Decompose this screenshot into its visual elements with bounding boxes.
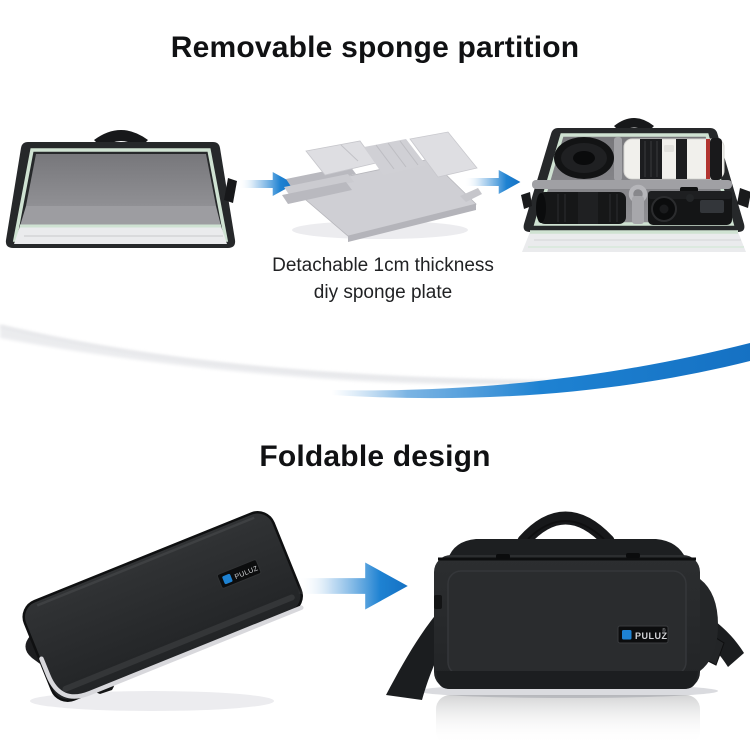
bag-handle <box>517 511 615 548</box>
piping-edge <box>39 605 304 699</box>
folded-slab: PULUZ <box>22 511 304 702</box>
open-front-flap <box>522 232 746 252</box>
zipper-pull <box>626 553 640 558</box>
divider-swoosh <box>0 324 750 399</box>
brand-logo-trademark: ® <box>662 627 666 634</box>
arrow-shape <box>464 170 521 194</box>
bottom-band <box>436 671 698 689</box>
side-strap-tab <box>521 192 532 209</box>
sponge-layer-edge <box>282 182 352 204</box>
sponge-segmented-strip <box>364 139 426 175</box>
divider-carry-loop <box>628 184 648 224</box>
section-title-foldable: Foldable design <box>259 440 491 473</box>
brand-label: PULUZ ® <box>617 625 669 644</box>
sponge-base-edge <box>348 204 476 242</box>
top-bevel-highlight <box>36 516 255 607</box>
stitch-channel <box>375 144 395 170</box>
caption-line-2: diy sponge plate <box>313 282 453 303</box>
lower-seam <box>62 594 295 692</box>
mint-trim <box>12 148 229 242</box>
sponge-layer-edge <box>284 174 354 196</box>
side-tab <box>224 178 237 203</box>
camera-mode-dial <box>686 194 694 202</box>
horizontal-divider-shelf <box>532 180 732 189</box>
fold-line <box>340 144 359 162</box>
front-panel <box>447 570 687 676</box>
blue-square-logo-icon <box>622 630 632 640</box>
swoosh-gray-edge <box>0 324 561 384</box>
brand-logo-text: PULUZ <box>635 631 668 641</box>
sponge-right-plate <box>409 131 478 178</box>
stitch-channel <box>387 142 407 168</box>
handle-inner-line <box>527 520 605 540</box>
swoosh-gray-ribbon <box>0 326 560 385</box>
photo-empty-open-bag <box>5 130 237 248</box>
arrow-right-icon <box>238 172 295 196</box>
arrow-right-icon <box>464 170 521 194</box>
interior-floor <box>20 206 221 226</box>
sponge-corner-tab <box>460 188 482 202</box>
blue-square-logo-icon <box>222 573 233 585</box>
caption-line-1: Detachable 1cm thickness <box>272 255 494 276</box>
side-strap-tab <box>737 188 750 208</box>
lens-hood <box>554 137 614 179</box>
white-telephoto-lens <box>623 138 725 180</box>
floor-reflection <box>436 695 700 745</box>
side-pocket <box>700 579 718 671</box>
lens-red-ring <box>706 139 710 179</box>
sponge-top-pad <box>305 140 377 176</box>
lens-front-end <box>710 138 722 180</box>
camera-lcd <box>700 200 724 213</box>
vertical-divider <box>614 137 622 181</box>
section-title-partition: Removable sponge partition <box>170 31 580 64</box>
lens-distance-window <box>664 145 674 152</box>
strap-anchor <box>434 595 442 609</box>
black-zoom-lens <box>536 192 626 224</box>
dslr-camera-body <box>648 187 732 225</box>
arrow-shape <box>238 172 295 196</box>
arrow-right-icon <box>298 562 408 610</box>
arrow-shape <box>298 562 408 610</box>
ground-shadow <box>30 691 274 711</box>
slab-face <box>23 512 302 701</box>
photo-folded-sponge-plates <box>282 131 482 242</box>
photo-bag-assembled: PULUZ ® <box>386 511 744 745</box>
swoosh-blue-ribbon <box>332 343 750 399</box>
zipper-pull <box>496 554 510 559</box>
photo-packed-camera-bag <box>521 118 750 252</box>
stitch-channel <box>399 140 419 166</box>
sponge-caption: Detachable 1cm thickness diy sponge plat… <box>220 252 546 306</box>
photo-bag-folded-flat: PULUZ <box>22 511 304 711</box>
interior-back-wall <box>26 154 216 206</box>
